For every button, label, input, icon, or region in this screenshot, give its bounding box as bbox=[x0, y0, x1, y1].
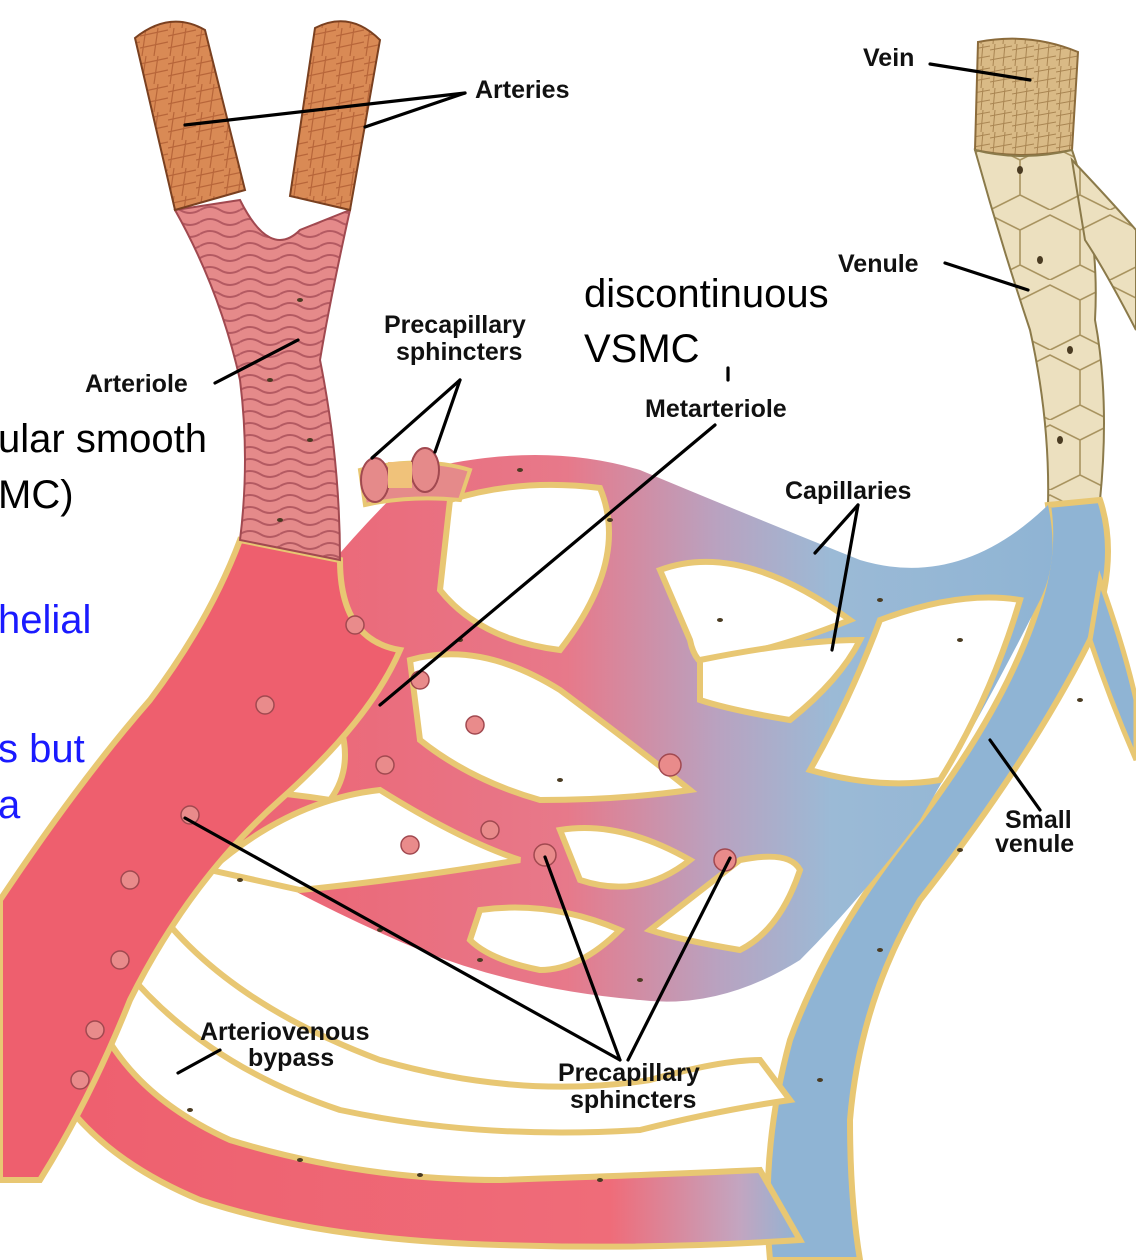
label-av-bypass-2: bypass bbox=[248, 1044, 334, 1072]
overlay-blue-line-3: a bbox=[0, 783, 21, 827]
label-vein: Vein bbox=[863, 44, 914, 72]
venule-side-branch bbox=[1090, 580, 1136, 760]
vein-tube bbox=[975, 39, 1078, 155]
label-arteriole: Arteriole bbox=[85, 370, 188, 398]
overlay-discontinuous: discontinuous bbox=[584, 272, 829, 316]
overlay-cut-line-2: MC) bbox=[0, 473, 74, 517]
arteriole-muscle bbox=[175, 200, 350, 560]
sphincter-gap bbox=[388, 462, 412, 488]
label-venule: Venule bbox=[838, 250, 919, 278]
overlay-vsmc: VSMC bbox=[584, 327, 700, 371]
label-precapillary-bottom-1: Precapillary bbox=[558, 1059, 700, 1087]
sphincter-ring bbox=[411, 448, 439, 492]
artery-tube-left bbox=[135, 22, 245, 210]
label-av-bypass-1: Arteriovenous bbox=[200, 1018, 369, 1046]
label-capillaries: Capillaries bbox=[785, 477, 911, 505]
overlay-cut-line-1: ular smooth bbox=[0, 417, 207, 461]
label-metarteriole: Metarteriole bbox=[645, 395, 787, 423]
label-small-venule-2: venule bbox=[995, 830, 1074, 858]
label-precapillary-bottom-2: sphincters bbox=[570, 1086, 696, 1114]
label-precapillary-top-1: Precapillary bbox=[384, 311, 526, 339]
overlay-blue-line-2: s but bbox=[0, 727, 85, 771]
artery-tube-right bbox=[290, 21, 380, 210]
label-arteries: Arteries bbox=[475, 76, 570, 104]
sphincter-ring bbox=[361, 458, 389, 502]
label-precapillary-top-2: sphincters bbox=[396, 338, 522, 366]
overlay-blue-line-1: helial bbox=[0, 598, 91, 642]
